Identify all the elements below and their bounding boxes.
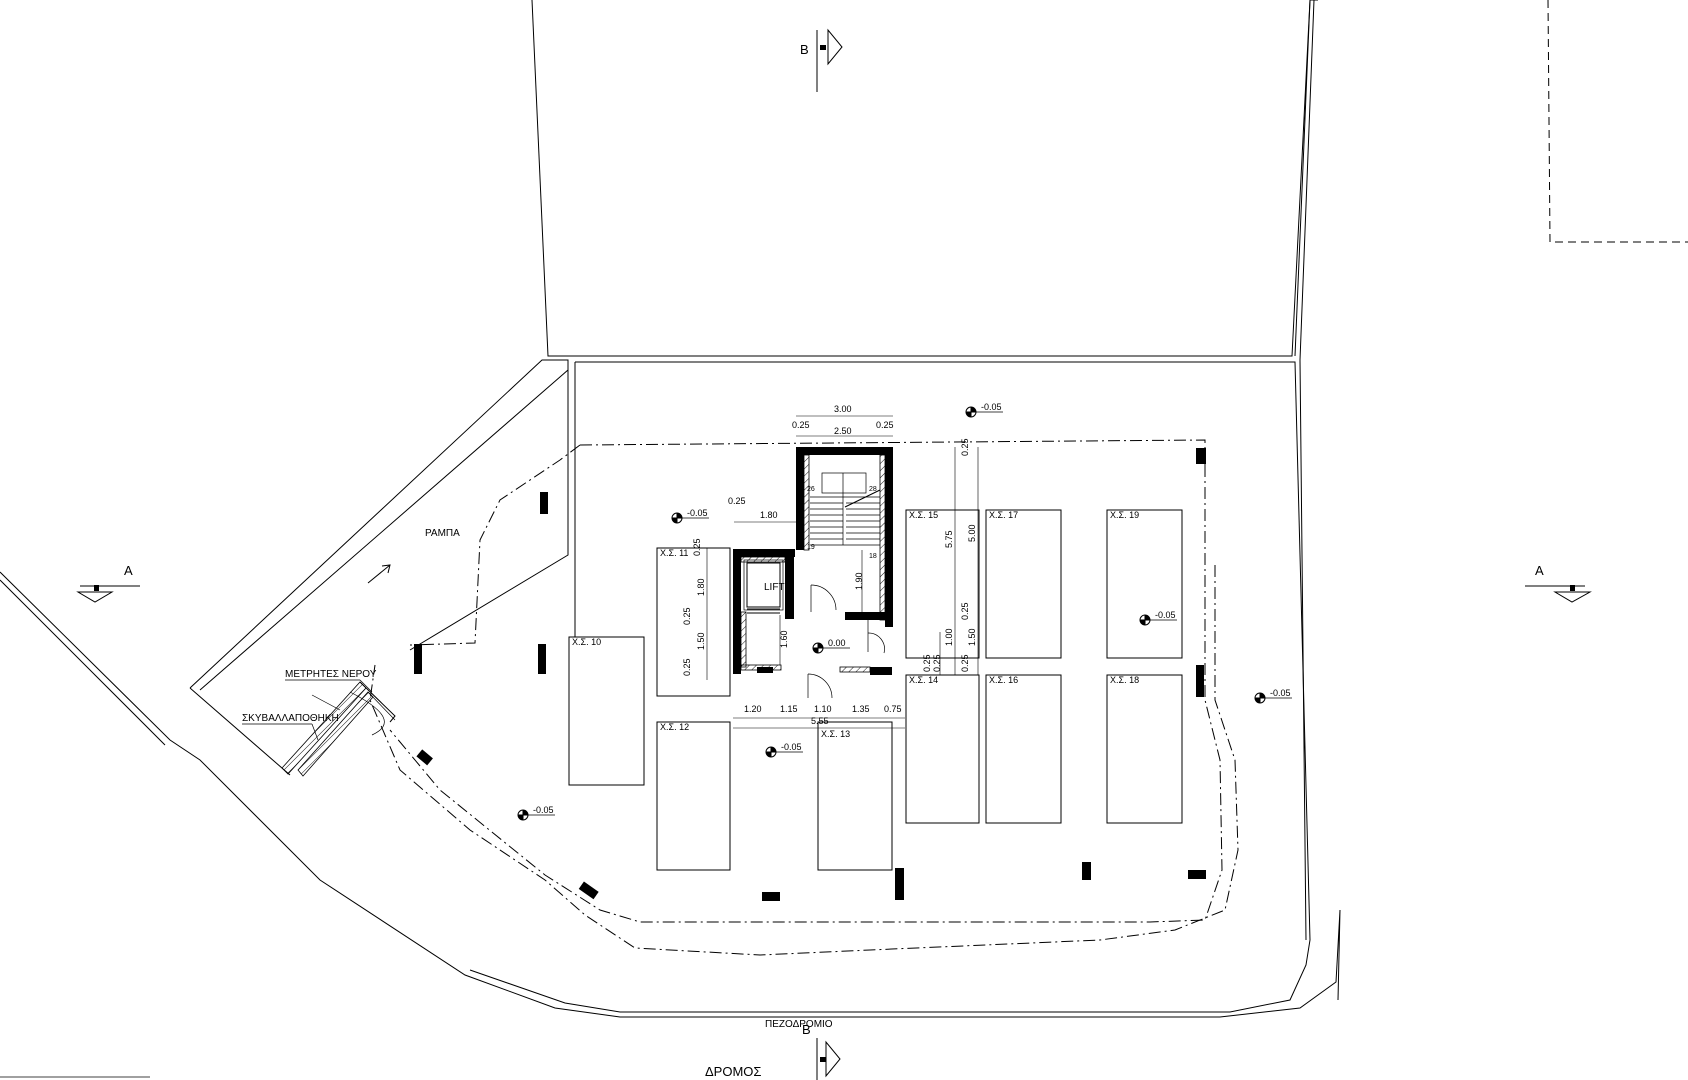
dim-label: 1.00 (944, 628, 954, 646)
parking-space-16 (985, 674, 1062, 824)
section-b-bottom: B (802, 1022, 811, 1037)
dim-label: 0.25 (692, 538, 702, 556)
level-value: -0.05 (533, 805, 554, 815)
level-marker (517, 809, 555, 821)
parking-space-17 (985, 509, 1062, 659)
parking-label-16: Χ.Σ. 16 (989, 675, 1018, 685)
dim-label: 1.35 (852, 704, 870, 714)
stair-number: 26 (807, 486, 815, 493)
water-meters-label: ΜΕΤΡΗΤΕΣ ΝΕΡΟΥ (285, 669, 377, 680)
dim-label: 0.25 (960, 654, 970, 672)
section-marker-a-left (76, 585, 140, 603)
dim-label: 0.25 (682, 607, 692, 625)
dim-label: 1.80 (760, 510, 778, 520)
dim-label: 1.90 (854, 572, 864, 590)
parking-space-13 (817, 721, 893, 871)
dim-label: 0.25 (876, 420, 894, 430)
level-value: -0.05 (781, 742, 802, 752)
parking-spaces (568, 509, 1183, 871)
dim-label: 5.55 (811, 716, 829, 726)
parking-space-15 (905, 509, 980, 659)
dim-label: 3.00 (834, 404, 852, 414)
sidewalk-label: ΠΕΖΟΔΡΟΜΙΟ (765, 1019, 833, 1030)
parking-label-15: Χ.Σ. 15 (909, 510, 938, 520)
stair-treads (810, 472, 881, 546)
parking-label-19: Χ.Σ. 19 (1110, 510, 1139, 520)
level-marker (1254, 692, 1292, 704)
level-marker (812, 642, 850, 654)
parking-label-18: Χ.Σ. 18 (1110, 675, 1139, 685)
parking-label-13: Χ.Σ. 13 (821, 729, 850, 739)
parking-label-12: Χ.Σ. 12 (660, 722, 689, 732)
section-a-left: A (124, 563, 133, 578)
stair-number: 18 (869, 553, 877, 560)
plot-outline (0, 359, 1341, 1018)
dim-label: 0.25 (728, 496, 746, 506)
ramp-arrow (367, 564, 391, 584)
parking-label-14: Χ.Σ. 14 (909, 675, 938, 685)
dim-label: 1.50 (967, 628, 977, 646)
level-value: -0.05 (981, 402, 1002, 412)
stair-lift-core (733, 447, 893, 699)
section-b-top: B (800, 42, 809, 57)
parking-label-17: Χ.Σ. 17 (989, 510, 1018, 520)
level-marker (965, 406, 1003, 418)
ramp-label: ΡΑΜΠΑ (425, 528, 460, 539)
dim-label: 0.25 (932, 654, 942, 672)
columns (414, 448, 1206, 901)
dim-label: 0.25 (792, 420, 810, 430)
dim-label: 0.25 (682, 658, 692, 676)
section-marker-b-top (816, 28, 843, 92)
section-marker-b-bottom (816, 1038, 841, 1080)
parking-space-14 (905, 674, 980, 824)
dim-label: 1.15 (780, 704, 798, 714)
dim-label: 0.25 (960, 602, 970, 620)
level-value: -0.05 (1155, 610, 1176, 620)
section-a-right: A (1535, 563, 1544, 578)
dim-label: 5.00 (967, 524, 977, 542)
stair-number: 28 (869, 486, 877, 493)
level-markers (517, 406, 1292, 821)
level-value: 0.00 (828, 638, 846, 648)
parking-space-10 (568, 636, 645, 786)
neighbor-plot-lines (531, 0, 1688, 941)
dim-label: 5.75 (944, 530, 954, 548)
level-value: -0.05 (687, 508, 708, 518)
level-marker (765, 746, 803, 758)
parking-space-12 (656, 721, 731, 871)
garbage-room (281, 681, 396, 777)
dim-label: 1.10 (814, 704, 832, 714)
lift-label: LIFT (764, 582, 785, 593)
dim-label: 0.25 (922, 654, 932, 672)
parking-label-10: Χ.Σ. 10 (572, 637, 601, 647)
dim-label: 1.50 (696, 632, 706, 650)
parking-space-19 (1106, 509, 1183, 659)
dim-label: 1.80 (696, 578, 706, 596)
level-value: -0.05 (1270, 688, 1291, 698)
parking-space-11 (656, 547, 731, 697)
parking-label-11: Χ.Σ. 11 (660, 548, 688, 558)
garbage-room-label: ΣΚΥΒΑΛΛΑΠΟΘΗΚΗ (242, 713, 339, 724)
dim-label: 2.50 (834, 426, 852, 436)
dim-label: 0.25 (960, 438, 970, 456)
level-marker (671, 512, 709, 524)
dimension-lines (706, 415, 979, 729)
section-marker-a-right (1525, 585, 1592, 603)
stair-number: 19 (807, 544, 815, 551)
parking-space-18 (1106, 674, 1183, 824)
level-marker (1139, 614, 1177, 626)
dim-label: 0.75 (884, 704, 902, 714)
dim-label: 1.60 (779, 630, 789, 648)
road-label: ΔΡΟΜΟΣ (705, 1064, 761, 1079)
dim-label: 1.20 (744, 704, 762, 714)
plan-text: ΡΑΜΠΑ ΜΕΤΡΗΤΕΣ ΝΕΡΟΥ ΣΚΥΒΑΛΛΑΠΟΘΗΚΗ LIFT… (124, 42, 1544, 1079)
